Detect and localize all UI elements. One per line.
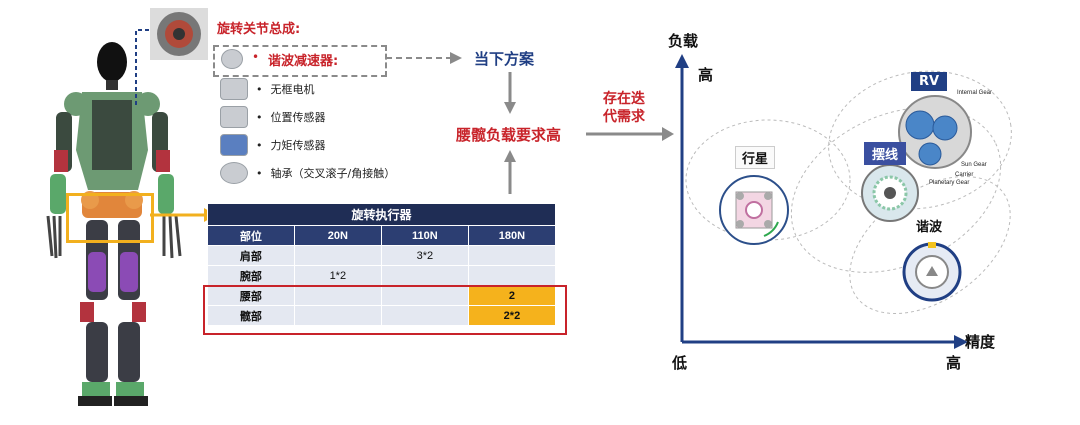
component-label: 力矩传感器 [270,139,326,152]
reducer-icon [221,49,243,69]
gear-label-planetary: Planetary Gear [929,180,970,186]
bearing-icon [220,162,248,184]
x-axis-arrowhead [954,335,968,349]
rv-region [828,70,1012,210]
table-cell: 髋部 [207,305,295,326]
x-axis-label: 精度 [965,333,996,351]
component-item-torque-sensor: • 力矩传感器 [220,134,326,156]
table-cell [293,245,382,266]
motor-icon [220,78,248,100]
table-cell: 3*2 [380,245,469,266]
joint-connector [135,29,156,106]
x-axis-high-label: 高 [946,354,962,372]
bullet: • [256,82,263,96]
table-cell-highlight: 2*2 [467,305,557,326]
table-cell [380,305,469,326]
component-label: 轴承（交叉滚子/角接触） [270,167,396,180]
components-header: 旋转关节总成: [217,22,301,37]
load-demand-text: 腰髋负载要求高 [456,126,562,144]
table-row: 腰部 2 [207,285,557,306]
iteration-line-2: 代需求 [603,109,645,125]
planetary-region [685,119,851,241]
plan-down-arrow [504,72,516,114]
table-header: 180N [467,225,557,246]
table-header: 110N [380,225,469,246]
y-axis-label: 负载 [668,32,699,50]
reducer-bullet: • [252,50,260,64]
table-up-arrow [504,150,516,194]
harmonic-reducer-box [213,45,387,77]
reducer-label: 谐波减速器: [268,54,339,69]
component-item-motor: • 无框电机 [220,78,315,100]
harmonic-region [849,175,1011,315]
iteration-line-1: 存在迭 [603,91,645,107]
rv-tag: RV [911,72,948,91]
component-item-position-sensor: • 位置传感器 [220,106,326,128]
table-cell: 1*2 [293,265,382,286]
cycloid-tag: 摆线 [864,142,907,165]
table-row: 髋部 2*2 [207,305,557,326]
component-label: 无框电机 [270,83,315,96]
load-precision-chart [675,54,1012,349]
waist-hip-highlight-box [203,285,567,335]
table-row: 肩部 3*2 [207,245,557,266]
table-cell: 腕部 [207,265,295,286]
gear-label-carrier: Carrier [955,172,974,178]
gear-label-sun: Sun Gear [961,162,987,168]
rotary-joint-image [150,8,208,60]
table-row: 腕部 1*2 [207,265,557,286]
table-cell [467,245,557,266]
position-sensor-icon [220,106,248,128]
bullet: • [256,166,263,180]
table-cell [380,265,469,286]
waist-highlight-box [66,193,154,243]
torque-sensor-icon [220,134,248,156]
gear-label-internal: Internal Gear [957,90,993,96]
component-label: 位置传感器 [270,111,326,124]
table-cell: 肩部 [207,245,295,266]
iteration-arrow [586,127,674,141]
origin-low-label: 低 [672,354,688,372]
bullet: • [256,110,263,124]
reducer-to-plan-arrow [386,52,462,64]
table-cell [467,265,557,286]
component-item-bearing: • 轴承（交叉滚子/角接触） [220,162,395,184]
harmonic-tag: 谐波 [916,220,943,235]
table-title: 旋转执行器 [207,203,556,226]
y-axis-high-label: 高 [698,66,714,84]
bullet: • [256,138,263,152]
table-header: 部位 [207,225,295,246]
humanoid-robot-illustration [46,42,182,406]
current-plan-text: 当下方案 [474,50,535,68]
y-axis-arrowhead [675,54,689,68]
planetary-tag: 行星 [735,146,776,169]
table-header: 20N [293,225,382,246]
